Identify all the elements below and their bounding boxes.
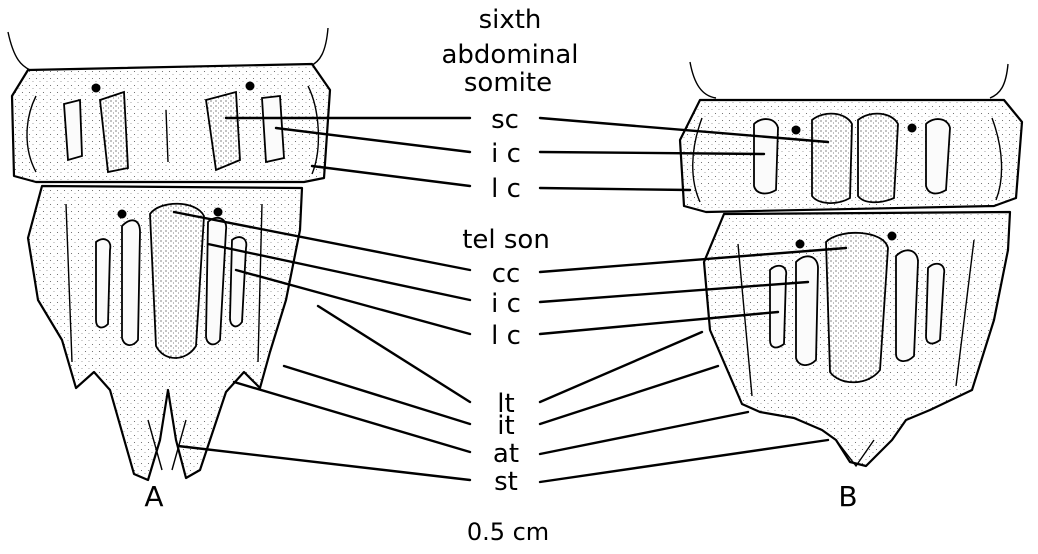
- specimen-a-somite-pore-right: [246, 82, 255, 91]
- label-abdominal: abdominal: [441, 40, 578, 70]
- label-at: at: [493, 439, 519, 469]
- specimen-b-upper-edge-left: [690, 62, 716, 98]
- specimen-b: [680, 62, 1022, 466]
- specimen-b-intermediate-carina-right-telson: [896, 250, 918, 361]
- label-panel-a: A: [144, 480, 163, 513]
- specimen-a-telson-pore-left: [118, 210, 127, 219]
- specimen-b-submedian-carina-right: [858, 114, 898, 203]
- specimen-b-somite-pore-right: [908, 124, 917, 133]
- specimen-a-intermediate-carina-left: [64, 100, 82, 160]
- specimen-b-intermediate-carina-right: [926, 119, 950, 193]
- specimen-b-telson-pore-right: [888, 232, 897, 241]
- specimen-b-submedian-carina-left: [812, 114, 852, 203]
- leader-lc-upper-a: [312, 166, 470, 186]
- leader-it-a: [284, 366, 470, 424]
- label-it: it: [497, 411, 514, 441]
- label-lc-upper: l c: [491, 174, 521, 204]
- specimen-b-intermediate-carina-left: [754, 119, 778, 193]
- specimen-a-upper-edge-left: [8, 32, 30, 70]
- leader-it-b: [540, 366, 718, 424]
- specimen-b-upper-edge-right: [990, 64, 1008, 98]
- specimen-b-lateral-carina-left-telson: [770, 266, 786, 348]
- specimen-a-upper-edge-right: [310, 28, 328, 66]
- specimen-a-lateral-carina-left-telson: [96, 239, 110, 327]
- label-panel-b: B: [838, 480, 857, 513]
- label-cc: cc: [492, 259, 521, 289]
- specimen-a-telson-pore-right: [214, 208, 223, 217]
- label-telson: tel son: [462, 225, 550, 255]
- label-sc: sc: [491, 105, 519, 135]
- leader-lt-b: [540, 332, 702, 402]
- leader-lt-a: [318, 306, 470, 402]
- label-lc-lower: l c: [491, 321, 521, 351]
- specimen-a-somite-pore-left: [92, 84, 101, 93]
- leader-at-b: [540, 412, 748, 454]
- specimen-b-central-carina: [826, 233, 888, 382]
- label-sixth: sixth: [479, 5, 542, 35]
- label-somite: somite: [464, 68, 552, 98]
- label-st: st: [494, 467, 518, 497]
- specimen-b-somite-pore-left: [792, 126, 801, 135]
- label-ic-lower: i c: [491, 289, 521, 319]
- leader-lc-upper-b: [540, 188, 690, 190]
- leader-st-a: [178, 446, 470, 480]
- specimen-a-intermediate-carina-left-telson: [122, 220, 140, 345]
- leader-at-a: [234, 382, 470, 452]
- label-scale: 0.5 cm: [467, 518, 549, 546]
- specimen-a-central-carina: [150, 204, 204, 358]
- specimen-a: [8, 28, 330, 480]
- label-ic-upper: i c: [491, 139, 521, 169]
- specimen-b-intermediate-carina-left-telson: [796, 256, 818, 365]
- specimen-b-telson-pore-left: [796, 240, 805, 249]
